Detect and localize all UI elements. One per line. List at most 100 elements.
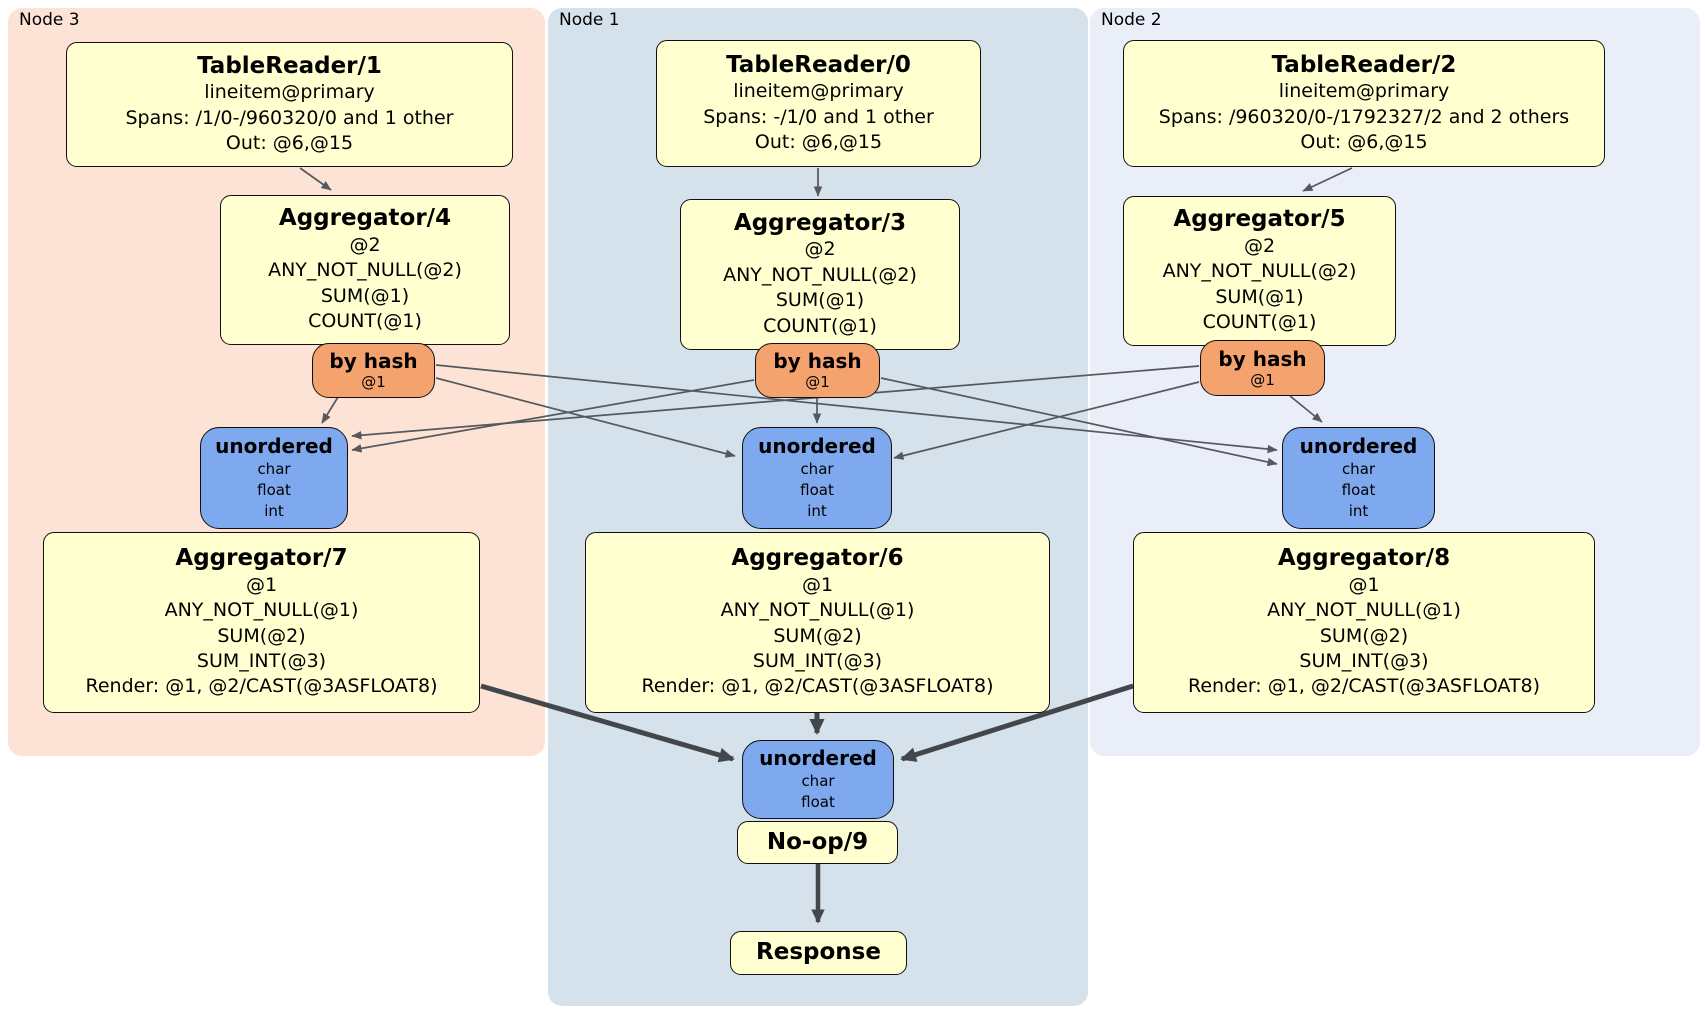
index-line: lineitem@primary [1278,80,1450,103]
edge-hash3-sync2 [435,364,1278,454]
unordered-sync-node3: unordered char float int [200,427,348,529]
aggregator-5-box: Aggregator/5 @2 ANY_NOT_NULL(@2) SUM(@1)… [1123,196,1396,346]
node1-label: Node 1 [559,10,620,30]
stream-type: float [257,481,291,499]
aggregator-6-box: Aggregator/6 @1 ANY_NOT_NULL(@1) SUM(@2)… [585,532,1050,713]
fn-line: ANY_NOT_NULL(@1) [1267,599,1461,622]
fn-line: COUNT(@1) [763,314,877,337]
sync-title: unordered [758,434,876,458]
router-title: by hash [773,349,862,373]
fn-line: SUM_INT(@3) [1299,650,1429,673]
processor-title: Aggregator/5 [1173,206,1346,233]
fn-line: SUM(@1) [1215,285,1304,308]
router-key: @1 [1250,370,1275,389]
router-title: by hash [329,349,418,373]
render-line: Render: @1, @2/CAST(@3ASFLOAT8) [85,675,438,698]
router-title: by hash [1218,346,1307,371]
group-line: @1 [1348,573,1380,596]
aggregator-8-box: Aggregator/8 @1 ANY_NOT_NULL(@1) SUM(@2)… [1133,532,1595,713]
fn-line: ANY_NOT_NULL(@1) [720,599,915,622]
edge-agg8-finalsync [900,683,1134,762]
group-line: @1 [801,573,834,596]
edge-hash1-sync3 [351,379,755,453]
fn-line: COUNT(@1) [1202,311,1317,334]
hash-router-node3: by hash @1 [312,343,435,398]
node3-label: Node 3 [19,10,80,30]
edge-hash2-sync2 [1289,395,1323,423]
table-reader-0-box: TableReader/0 lineitem@primary Spans: -/… [656,40,981,167]
spans-line: Spans: /1/0-/960320/0 and 1 other [125,106,454,129]
edge-hash2-sync3 [351,365,1200,440]
edge-hash2-sync1 [893,381,1200,460]
stream-type: char [800,460,834,478]
fn-line: SUM(@2) [1319,624,1409,647]
fn-line: ANY_NOT_NULL(@2) [723,263,917,286]
stream-type: char [801,772,835,790]
router-key: @1 [361,373,386,391]
fn-line: SUM(@2) [773,624,862,647]
fn-line: ANY_NOT_NULL(@2) [1162,260,1357,283]
node2-label: Node 2 [1101,10,1162,30]
hash-router-node2: by hash @1 [1200,340,1325,396]
sync-title: unordered [759,746,877,770]
processor-title: Aggregator/6 [731,545,904,572]
unordered-sync-node2: unordered char float int [1282,427,1435,529]
fn-line: SUM(@1) [320,284,410,307]
noop-box: No-op/9 [737,821,898,864]
processor-title: Aggregator/4 [278,205,452,232]
render-line: Render: @1, @2/CAST(@3ASFLOAT8) [1188,675,1540,698]
spans-line: Spans: -/1/0 and 1 other [703,105,934,128]
edge-hash3-sync3 [321,396,339,424]
fn-line: SUM(@2) [217,624,306,647]
table-reader-1-box: TableReader/1 lineitem@primary Spans: /1… [66,42,513,167]
out-line: Out: @6,@15 [754,131,883,154]
hash-router-node1: by hash @1 [755,343,880,398]
router-key: @1 [805,373,830,391]
stream-type: int [1348,502,1369,520]
aggregator-4-box: Aggregator/4 @2 ANY_NOT_NULL(@2) SUM(@1)… [220,195,510,345]
fn-line: COUNT(@1) [308,310,422,333]
edge-tr1-agg4 [299,167,332,191]
unordered-sync-node1: unordered char float int [742,427,892,529]
processor-title: TableReader/0 [726,51,911,78]
processor-title: Aggregator/8 [1277,545,1451,572]
group-line: @1 [245,573,278,596]
stream-type: float [800,481,834,499]
fn-line: ANY_NOT_NULL(@2) [268,259,462,282]
index-line: lineitem@primary [733,80,904,103]
render-line: Render: @1, @2/CAST(@3ASFLOAT8) [641,675,994,698]
group-line: @2 [349,233,381,256]
sync-title: unordered [1299,434,1418,458]
processor-title: No-op/9 [766,828,869,855]
aggregator-3-box: Aggregator/3 @2 ANY_NOT_NULL(@2) SUM(@1)… [680,199,960,350]
edge-agg7-finalsync [480,683,735,763]
out-line: Out: @6,@15 [1300,131,1428,154]
spans-line: Spans: /960320/0-/1792327/2 and 2 others [1158,105,1570,128]
edge-hash1-sync2 [880,377,1278,467]
sync-title: unordered [215,434,333,458]
processor-title: TableReader/1 [197,52,382,79]
processor-title: TableReader/2 [1271,51,1457,78]
stream-type: int [807,502,827,520]
stream-type: int [264,502,284,520]
stream-type: float [1341,481,1376,499]
table-reader-2-box: TableReader/2 lineitem@primary Spans: /9… [1123,40,1605,167]
stream-type: float [801,793,835,811]
fn-line: SUM(@1) [775,289,865,312]
processor-title: Aggregator/7 [175,545,348,572]
response-box: Response [730,931,907,975]
stream-type: char [257,460,291,478]
processor-title: Aggregator/3 [733,209,907,236]
fn-line: SUM_INT(@3) [196,650,327,673]
fn-line: ANY_NOT_NULL(@1) [164,599,359,622]
out-line: Out: @6,@15 [225,132,354,155]
index-line: lineitem@primary [204,81,375,104]
processor-title: Response [756,939,881,966]
edge-tr2-agg5 [1302,167,1353,192]
group-line: @2 [804,238,836,261]
fn-line: SUM_INT(@3) [752,650,883,673]
final-unordered-sync: unordered char float [742,740,894,819]
aggregator-7-box: Aggregator/7 @1 ANY_NOT_NULL(@1) SUM(@2)… [43,532,480,713]
